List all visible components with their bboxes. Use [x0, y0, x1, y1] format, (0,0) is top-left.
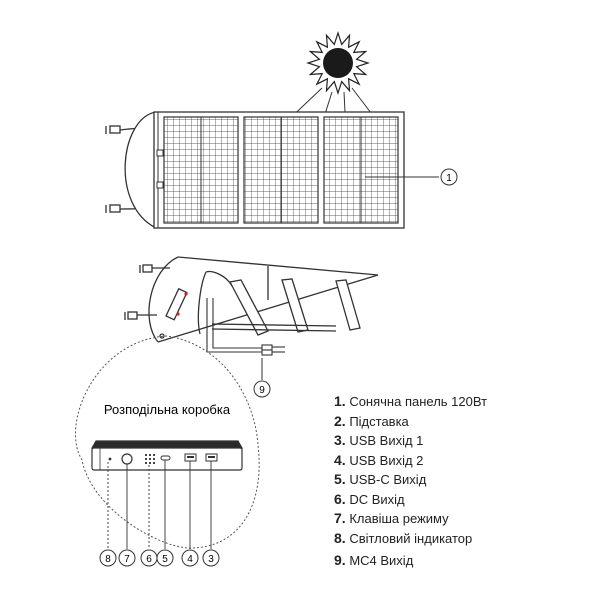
- junction-box-label: Розподільна коробка: [104, 402, 231, 417]
- legend-item: 1. Сонячна панель 120Вт: [334, 392, 594, 412]
- legend-text: USB Вихід 1: [349, 433, 424, 448]
- legend-item: 2. Підставка: [334, 412, 594, 432]
- callout-5-number: 5: [162, 554, 168, 565]
- legend-item: 6. DC Вихід: [334, 490, 594, 510]
- callout-8-number: 8: [105, 554, 111, 565]
- legend-item: 3. USB Вихід 1: [334, 431, 594, 451]
- callout-9-circle: [253, 380, 271, 398]
- legend-number: 5.: [334, 471, 346, 487]
- callout-5: 5: [156, 549, 174, 567]
- callout-6: 6: [140, 549, 158, 567]
- callout-4: 4: [181, 549, 199, 567]
- legend-item: 7. Клавіша режиму: [334, 509, 594, 529]
- legend-text: Світловий індикатор: [349, 530, 473, 546]
- parts-legend: 1. Сонячна панель 120Вт 2. Підставка 3. …: [334, 392, 594, 571]
- legend-number: 6.: [334, 490, 346, 507]
- legend-text: MC4 Вихід: [349, 553, 414, 568]
- legend-number: 1.: [334, 393, 346, 409]
- callout-3-number: 3: [208, 554, 214, 565]
- legend-number: 2.: [334, 412, 346, 429]
- legend-text: Клавіша режиму: [349, 511, 449, 526]
- callout-7: 7: [118, 549, 136, 567]
- legend-text: Підставка: [349, 413, 409, 429]
- usb-c-port-icon: [160, 455, 171, 461]
- callout-3: 3: [202, 549, 220, 567]
- legend-item: 8. Світловий індикатор: [334, 529, 594, 549]
- callout-1-circle: [440, 168, 458, 186]
- light-indicator-icon: [108, 457, 112, 461]
- legend-text: USB-C Вихід: [349, 472, 427, 487]
- legend-number: 7.: [334, 510, 346, 526]
- callout-8: 8: [99, 549, 117, 567]
- callout-1-number: 1: [446, 173, 452, 184]
- callout-7-number: 7: [124, 554, 130, 565]
- solar-panel-on-stand: [124, 256, 379, 343]
- legend-number: 8.: [334, 529, 346, 546]
- callout-6-number: 6: [146, 554, 152, 565]
- callout-leaders: [107, 460, 212, 549]
- mode-button-icon: [121, 453, 133, 465]
- legend-text: DC Вихід: [349, 491, 405, 507]
- legend-number: 3.: [334, 432, 346, 448]
- legend-item: 5. USB-C Вихід: [334, 470, 594, 490]
- solar-panel-unfolded: [105, 111, 405, 229]
- legend-number: 4.: [334, 451, 346, 468]
- legend-text: USB Вихід 2: [349, 452, 424, 468]
- legend-number: 9.: [334, 552, 346, 568]
- sun-icon: [306, 31, 370, 95]
- dc-port-icon: [145, 454, 155, 464]
- legend-item: 4. USB Вихід 2: [334, 451, 594, 471]
- legend-text: Сонячна панель 120Вт: [349, 394, 488, 409]
- legend-item: 9. MC4 Вихід: [334, 551, 594, 571]
- callout-4-number: 4: [187, 554, 193, 565]
- callout-9-number: 9: [259, 385, 265, 396]
